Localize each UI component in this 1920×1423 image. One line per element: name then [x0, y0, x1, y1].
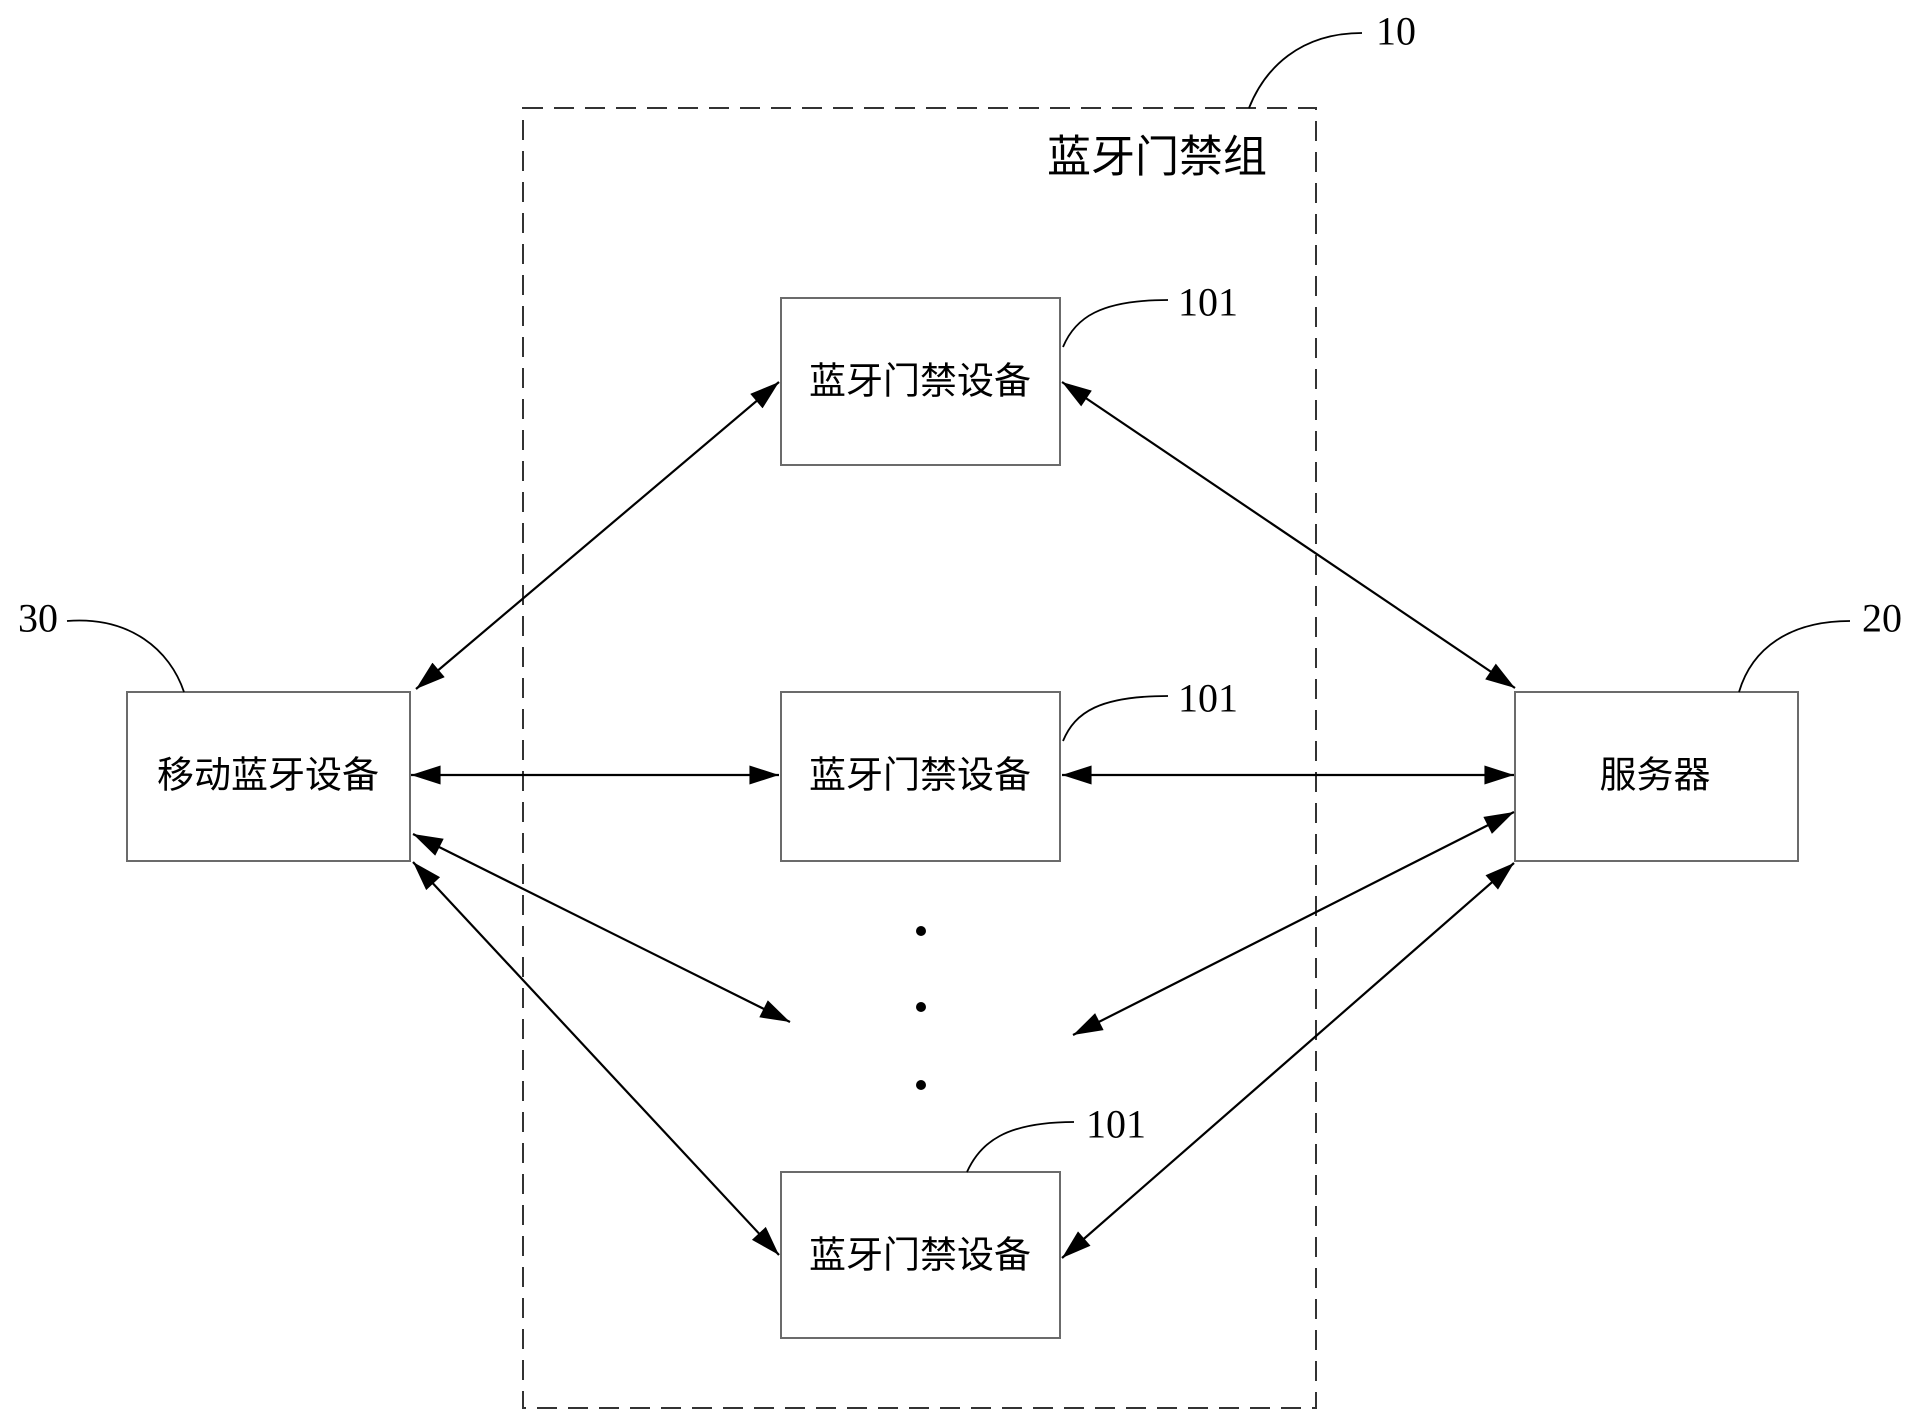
- access-device-ref-leader-2: [1062, 695, 1169, 742]
- ellipsis-dot-2: [916, 1002, 926, 1012]
- ellipsis-dot-1: [916, 926, 926, 936]
- access-device-box-1: [780, 297, 1061, 466]
- access-device-box-3: [780, 1171, 1061, 1339]
- link-mobile-ellipsis: [412, 833, 791, 1023]
- ellipsis-dot-3: [916, 1080, 926, 1090]
- access-device-ref-number-1: 101: [1178, 280, 1238, 325]
- mobile-device-ref-leader: [66, 619, 185, 693]
- mobile-device-box: [126, 691, 411, 862]
- access-device-label-3: 蓝牙门禁设备: [809, 1234, 1031, 1277]
- access-device-label-2: 蓝牙门禁设备: [809, 754, 1031, 797]
- link-device-3-server: [1061, 862, 1515, 1259]
- access-device-label-1: 蓝牙门禁设备: [809, 360, 1031, 403]
- access-device-box-2: [780, 691, 1061, 862]
- mobile-device-ref-number: 30: [18, 596, 58, 641]
- access-device-ref-number-2: 101: [1178, 676, 1238, 721]
- access-group-frame: [522, 107, 1317, 1409]
- server-box: [1514, 691, 1799, 862]
- group-ref-leader: [1248, 32, 1363, 109]
- access-device-ref-leader-3: [966, 1121, 1075, 1173]
- link-mobile-device-1: [415, 381, 780, 690]
- link-server-ellipsis: [1072, 811, 1515, 1036]
- group-ref-number: 10: [1376, 9, 1416, 54]
- mobile-device-label: 移动蓝牙设备: [157, 754, 379, 797]
- access-device-ref-number-3: 101: [1086, 1102, 1146, 1147]
- link-mobile-device-3: [412, 861, 780, 1256]
- access-device-ref-leader-1: [1062, 299, 1169, 348]
- server-ref-number: 20: [1862, 596, 1902, 641]
- server-label: 服务器: [1600, 754, 1711, 797]
- link-device-1-server: [1061, 381, 1516, 689]
- access-group-label: 蓝牙门禁组: [1047, 132, 1267, 183]
- server-ref-leader: [1738, 620, 1851, 693]
